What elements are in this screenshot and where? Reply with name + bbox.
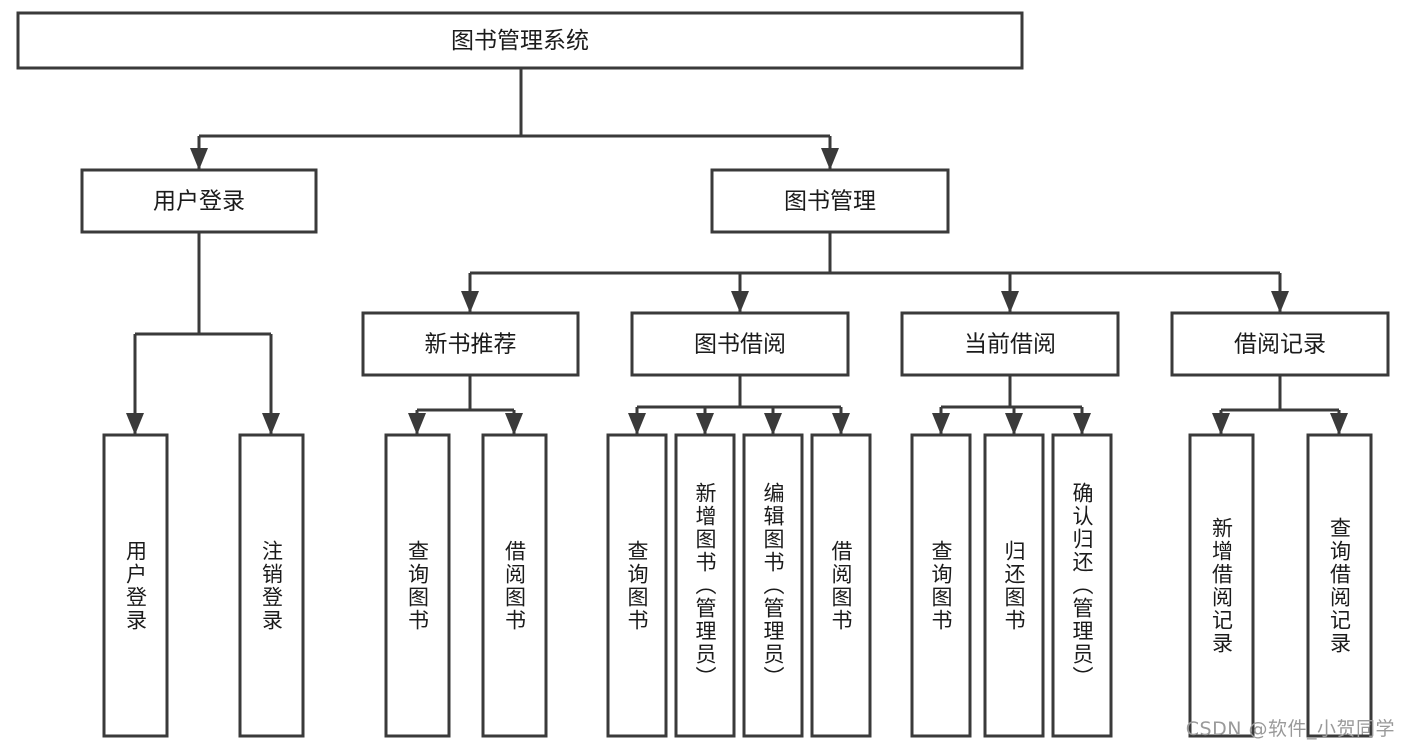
node-box-leaf-confirm-return-admin[interactable] [1051, 433, 1113, 738]
arrowhead [1330, 413, 1348, 435]
node-label-borrow-record: 借阅记录 [1234, 332, 1326, 358]
node-box-borrow-record[interactable] [1170, 311, 1390, 377]
node-label-root: 图书管理系统 [451, 28, 589, 54]
connector-layer [126, 68, 1348, 435]
node-label-book-borrow: 图书借阅 [694, 332, 786, 358]
arrowhead [821, 148, 839, 170]
arrowhead [832, 413, 850, 435]
arrowhead [1212, 413, 1230, 435]
node-box-book-borrow[interactable] [630, 311, 850, 377]
node-box-leaf-query-book-recommend[interactable] [384, 433, 451, 738]
watermark: CSDN @软件_小贺同学 [1185, 718, 1395, 740]
arrowhead [262, 413, 280, 435]
node-box-leaf-query-book-borrow[interactable] [606, 433, 668, 738]
node-box-book-manage[interactable] [710, 168, 950, 234]
arrowhead [731, 291, 749, 313]
node-box-leaf-user-login[interactable] [102, 433, 169, 738]
arrowhead [696, 413, 714, 435]
arrowhead [1005, 413, 1023, 435]
arrowhead [932, 413, 950, 435]
arrowhead [628, 413, 646, 435]
node-box-leaf-query-book-current[interactable] [910, 433, 972, 738]
arrowhead [408, 413, 426, 435]
arrowhead [764, 413, 782, 435]
node-box-leaf-add-borrow-record[interactable] [1188, 433, 1255, 738]
arrowhead [126, 413, 144, 435]
node-label-current-borrow: 当前借阅 [964, 332, 1056, 358]
node-label-user-login: 用户登录 [153, 189, 245, 215]
node-layer [16, 11, 1390, 738]
arrowhead [461, 291, 479, 313]
node-box-current-borrow[interactable] [900, 311, 1120, 377]
node-label-new-book-recommend: 新书推荐 [425, 332, 517, 358]
arrowhead [505, 413, 523, 435]
node-box-leaf-borrow-book[interactable] [810, 433, 872, 738]
node-box-leaf-edit-book-admin[interactable] [742, 433, 804, 738]
node-label-book-manage: 图书管理 [784, 189, 876, 215]
node-box-leaf-return-book[interactable] [983, 433, 1045, 738]
node-box-leaf-borrow-book-recommend[interactable] [481, 433, 548, 738]
node-box-user-login[interactable] [80, 168, 318, 234]
node-box-leaf-add-book-admin[interactable] [674, 433, 736, 738]
node-box-leaf-query-borrow-record[interactable] [1306, 433, 1373, 738]
arrowhead [1271, 291, 1289, 313]
arrowhead [1001, 291, 1019, 313]
node-box-root[interactable] [16, 11, 1024, 70]
arrowhead [190, 148, 208, 170]
node-box-new-book-recommend[interactable] [361, 311, 580, 377]
arrowhead [1073, 413, 1091, 435]
node-box-leaf-logout[interactable] [238, 433, 305, 738]
